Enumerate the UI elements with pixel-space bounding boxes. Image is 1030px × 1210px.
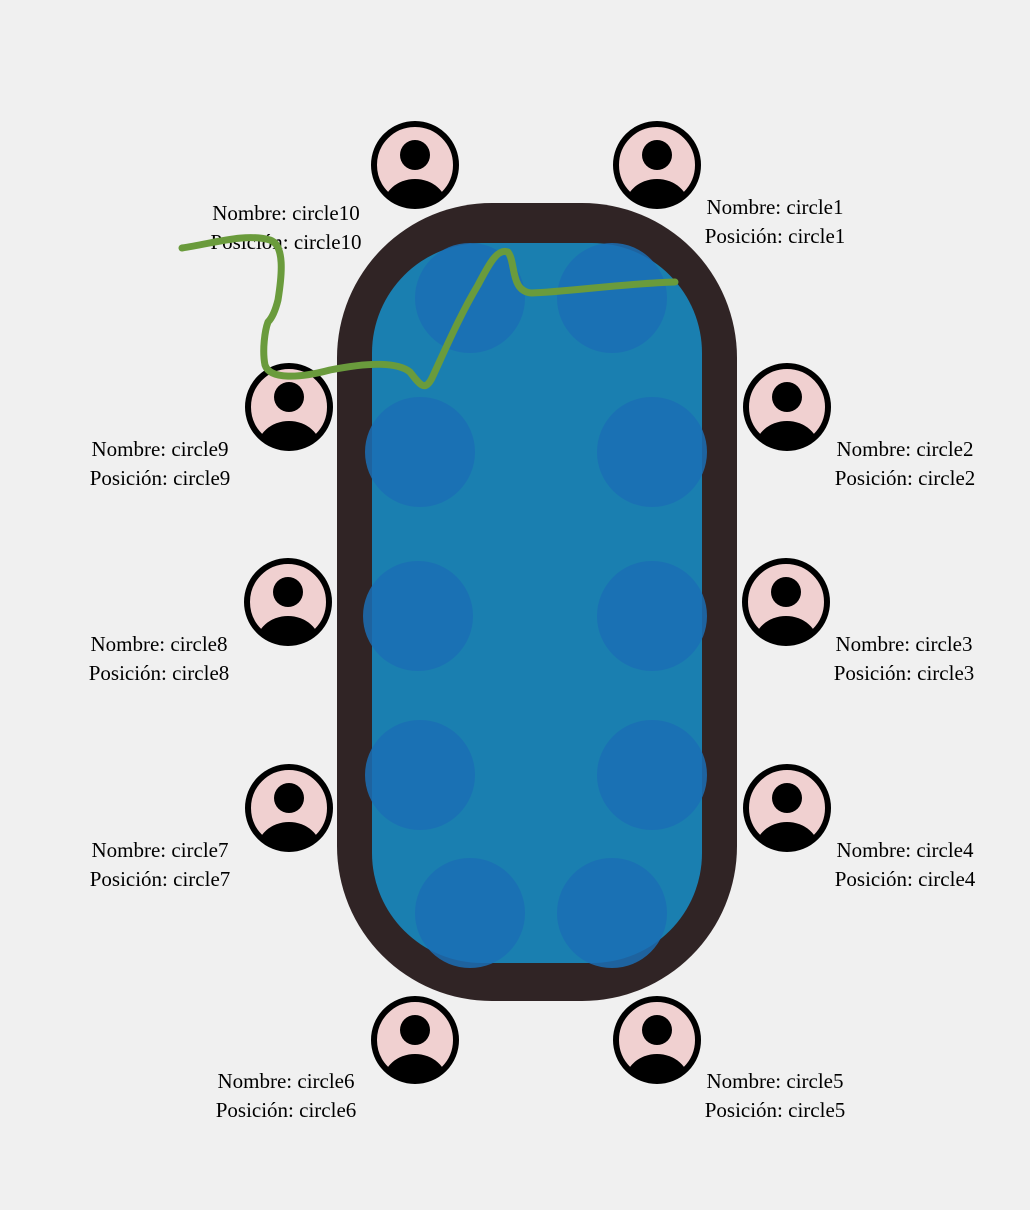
table-spot	[597, 720, 707, 830]
seat-position: Posición: circle2	[834, 466, 976, 490]
table-spot	[365, 397, 475, 507]
table-spot	[415, 858, 525, 968]
avatar-figure	[625, 140, 689, 206]
avatar-head	[273, 577, 303, 607]
table[interactable]	[337, 203, 737, 1001]
user-avatar-icon[interactable]	[743, 764, 831, 878]
table-spot	[597, 561, 707, 671]
seat-position: Posición: circle8	[88, 661, 230, 685]
avatar-figure	[257, 783, 321, 849]
avatar-figure	[256, 577, 320, 643]
avatar-body	[257, 421, 321, 448]
seat-avatars	[244, 121, 831, 1110]
seat-position: Posición: circle10	[210, 230, 362, 254]
avatar-head	[274, 783, 304, 813]
avatar-ring	[244, 558, 332, 646]
seat-name: Nombre: circle7	[91, 838, 229, 862]
avatar-head	[642, 140, 672, 170]
avatar-figure	[257, 382, 321, 448]
avatar-ring	[371, 996, 459, 1084]
seat-name: Nombre: circle2	[836, 437, 974, 461]
seat-name: Nombre: circle8	[90, 632, 228, 656]
avatar-ring	[613, 996, 701, 1084]
user-avatar-icon[interactable]	[245, 363, 333, 477]
table-spot	[365, 720, 475, 830]
user-avatar-icon[interactable]	[613, 121, 701, 235]
seat-position: Posición: circle3	[833, 661, 975, 685]
seat-name: Nombre: circle9	[91, 437, 229, 461]
seat-position: Posición: circle6	[215, 1098, 357, 1122]
avatar-figure	[625, 1015, 689, 1081]
avatar-body	[257, 822, 321, 849]
seat-position: Posición: circle4	[834, 867, 976, 891]
avatar-figure	[755, 382, 819, 448]
avatar-head	[771, 577, 801, 607]
seat-name: Nombre: circle3	[835, 632, 973, 656]
avatar-head	[400, 1015, 430, 1045]
user-avatar-icon[interactable]	[244, 558, 332, 672]
table-spot	[415, 243, 525, 353]
user-avatar-icon[interactable]	[371, 996, 459, 1110]
avatar-body	[755, 822, 819, 849]
avatar-figure	[383, 1015, 447, 1081]
avatar-body	[256, 616, 320, 643]
user-avatar-icon[interactable]	[245, 764, 333, 878]
table-spot	[597, 397, 707, 507]
avatar-head	[772, 783, 802, 813]
avatar-ring	[613, 121, 701, 209]
user-avatar-icon[interactable]	[743, 363, 831, 477]
avatar-ring	[742, 558, 830, 646]
seat-name: Nombre: circle6	[217, 1069, 355, 1093]
seat-position: Posición: circle5	[704, 1098, 846, 1122]
avatar-body	[754, 616, 818, 643]
avatar-head	[642, 1015, 672, 1045]
avatar-head	[772, 382, 802, 412]
user-avatar-icon[interactable]	[613, 996, 701, 1110]
user-avatar-icon[interactable]	[371, 121, 459, 235]
avatar-head	[400, 140, 430, 170]
avatar-body	[625, 1054, 689, 1081]
user-avatar-icon[interactable]	[742, 558, 830, 672]
avatar-body	[383, 179, 447, 206]
avatar-ring	[371, 121, 459, 209]
avatar-figure	[755, 783, 819, 849]
seat-name: Nombre: circle10	[212, 201, 360, 225]
avatar-figure	[754, 577, 818, 643]
avatar-head	[274, 382, 304, 412]
seat-position: Posición: circle1	[704, 224, 846, 248]
avatar-ring	[743, 764, 831, 852]
avatar-ring	[245, 764, 333, 852]
avatar-body	[383, 1054, 447, 1081]
seat-name: Nombre: circle5	[706, 1069, 844, 1093]
table-spot	[557, 858, 667, 968]
avatar-figure	[383, 140, 447, 206]
avatar-body	[755, 421, 819, 448]
avatar-ring	[743, 363, 831, 451]
seat-position: Posición: circle9	[89, 466, 231, 490]
seat-position: Posición: circle7	[89, 867, 231, 891]
avatar-body	[625, 179, 689, 206]
seat-name: Nombre: circle1	[706, 195, 844, 219]
table-spot	[363, 561, 473, 671]
table-spot	[557, 243, 667, 353]
seat-name: Nombre: circle4	[836, 838, 974, 862]
